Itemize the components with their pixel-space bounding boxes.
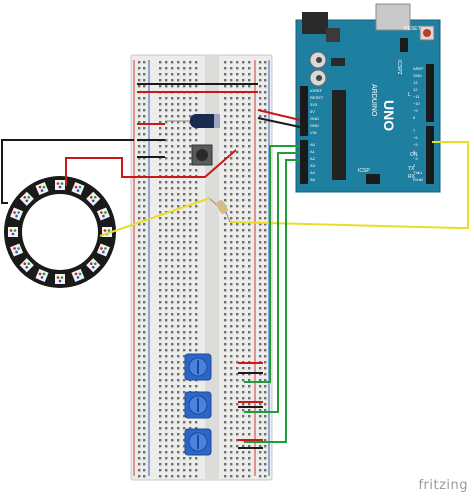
wire-ring-ground bbox=[1, 139, 134, 204]
svg-text:4: 4 bbox=[413, 149, 416, 154]
svg-text:IOREF: IOREF bbox=[310, 88, 323, 93]
svg-text:GND: GND bbox=[413, 73, 422, 78]
svg-text:13: 13 bbox=[413, 80, 418, 85]
neopixel-ring bbox=[4, 176, 116, 288]
svg-text:A1: A1 bbox=[310, 149, 316, 154]
svg-text:7: 7 bbox=[413, 128, 416, 133]
svg-text:~11: ~11 bbox=[413, 94, 420, 99]
svg-text:~5: ~5 bbox=[413, 142, 418, 147]
svg-text:A4: A4 bbox=[310, 170, 316, 175]
svg-text:VIN: VIN bbox=[310, 130, 317, 135]
potentiometer bbox=[184, 353, 212, 381]
digital-pin-labels-top: AREF GND 13 12 ~11 ~10 ~9 8 bbox=[413, 66, 424, 120]
wire-5v bbox=[257, 109, 301, 121]
electrolytic-capacitor bbox=[165, 114, 220, 128]
svg-text:RESET: RESET bbox=[310, 95, 324, 100]
board-name: UNO bbox=[381, 100, 397, 131]
digital-header-top bbox=[426, 64, 434, 122]
analog-pin-labels: A0 A1 A2 A3 A4 A5 bbox=[310, 142, 316, 182]
regulator bbox=[326, 28, 340, 42]
svg-text:GND: GND bbox=[310, 123, 319, 128]
svg-text:12: 12 bbox=[413, 87, 418, 92]
neopixel-led bbox=[8, 227, 18, 237]
neopixel-led bbox=[71, 182, 85, 196]
power-jack bbox=[302, 12, 328, 34]
neopixel-led bbox=[35, 182, 49, 196]
power-pin-labels: IOREF RESET 3V3 5V GND GND VIN bbox=[310, 88, 324, 135]
digital-header-bottom bbox=[426, 126, 434, 184]
potentiometers bbox=[184, 353, 212, 456]
potentiometer bbox=[184, 391, 212, 419]
pushbutton bbox=[191, 144, 213, 166]
wire-a1 bbox=[244, 152, 300, 413]
neopixel-led bbox=[19, 258, 34, 273]
svg-text:~3: ~3 bbox=[413, 156, 418, 161]
wire-gnd bbox=[257, 117, 301, 128]
tx-label: TX bbox=[408, 166, 415, 172]
digital-pin-labels-bottom: 7 ~6 ~5 4 ~3 2 TX▸1 RX◂0 bbox=[413, 128, 424, 182]
neopixel-led bbox=[10, 243, 24, 257]
svg-text:TX▸1: TX▸1 bbox=[413, 170, 423, 175]
svg-text:~10: ~10 bbox=[413, 101, 421, 106]
icsp-header bbox=[366, 174, 380, 184]
svg-text:A2: A2 bbox=[310, 156, 316, 161]
svg-text:~9: ~9 bbox=[413, 108, 418, 113]
l-label: L bbox=[408, 92, 411, 98]
power-header bbox=[300, 86, 308, 136]
wire-a2 bbox=[244, 159, 300, 443]
svg-text:A3: A3 bbox=[310, 163, 316, 168]
wire-ring-data bbox=[99, 197, 211, 237]
wire-ring-power bbox=[65, 149, 237, 186]
svg-text:RX◂0: RX◂0 bbox=[413, 177, 424, 182]
neopixel-led bbox=[55, 274, 65, 284]
neopixel-led bbox=[96, 207, 110, 221]
svg-text:2: 2 bbox=[413, 163, 416, 168]
reset-label: RESET bbox=[404, 26, 421, 32]
atmega-chip bbox=[332, 90, 346, 180]
svg-text:GND: GND bbox=[310, 116, 319, 121]
analog-header bbox=[300, 140, 308, 184]
potentiometer bbox=[184, 428, 212, 456]
svg-text:8: 8 bbox=[413, 115, 416, 120]
svg-text:A0: A0 bbox=[310, 142, 316, 147]
rx-label: RX bbox=[408, 174, 416, 180]
usb-connector bbox=[375, 3, 411, 31]
neopixel-led bbox=[35, 268, 49, 282]
wire-data-to-pin bbox=[229, 141, 469, 229]
wire-a0 bbox=[244, 145, 300, 383]
neopixel-led bbox=[10, 207, 24, 221]
svg-text:AREF: AREF bbox=[413, 66, 424, 71]
svg-text:~6: ~6 bbox=[413, 135, 418, 140]
svg-text:A5: A5 bbox=[310, 177, 316, 182]
resistor bbox=[209, 198, 231, 223]
neopixel-led bbox=[96, 243, 110, 257]
board-maker: ARDUINO bbox=[370, 84, 377, 117]
on-label: ON bbox=[410, 152, 418, 158]
icsp2-label: ICSP2 bbox=[396, 60, 402, 75]
arduino-uno-board: UNO ARDUINO ICSP2 ICSP RESET TX RX L ON … bbox=[295, 3, 441, 193]
neopixel-led bbox=[71, 268, 85, 282]
neopixel-led bbox=[55, 180, 65, 190]
fritzing-brand: fritzing bbox=[418, 478, 468, 493]
icsp-label: ICSP bbox=[358, 168, 370, 174]
wires bbox=[1, 83, 469, 449]
svg-text:5V: 5V bbox=[310, 109, 315, 114]
neopixel-led bbox=[86, 258, 101, 273]
svg-text:3V3: 3V3 bbox=[310, 102, 318, 107]
